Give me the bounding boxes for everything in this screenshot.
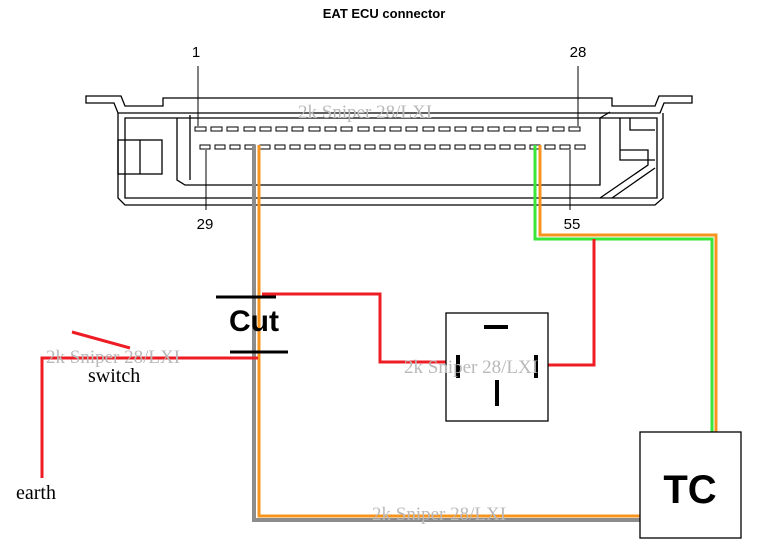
earth-label: earth [16, 482, 56, 504]
ecu-connector [85, 95, 693, 206]
pin-leaders [197, 66, 579, 210]
pin-row-bottom [199, 144, 586, 150]
pin-row-top [194, 126, 581, 132]
diagram-title: EAT ECU connector [323, 6, 446, 21]
green-wire [533, 145, 714, 432]
red-wire-switch [40, 356, 258, 478]
red-wire-relay-to-ecu [538, 239, 596, 367]
wires [40, 145, 718, 522]
pin-label-1: 1 [192, 44, 200, 61]
cut-marks [216, 295, 288, 354]
relay [445, 312, 549, 422]
red-wire-cut-to-relay [262, 292, 458, 364]
watermark-3: 2k Sniper 28/LXI [404, 357, 538, 378]
tc-module [639, 431, 742, 539]
switch-label: switch [88, 365, 140, 387]
orange-wire-right [538, 145, 718, 432]
cut-label: Cut [229, 305, 279, 338]
tc-label: TC [663, 468, 716, 512]
orange-wire-left [257, 145, 640, 518]
watermark-1: 2k Sniper 28/LXI [298, 102, 432, 123]
grey-wire [252, 145, 640, 522]
watermark-4: 2k Sniper 28/LXI [372, 504, 506, 525]
watermark-2: 2k Sniper 28/LXI [46, 347, 180, 368]
pin-label-29: 29 [197, 216, 214, 233]
pin-label-28: 28 [570, 44, 587, 61]
pin-label-55: 55 [564, 216, 581, 233]
switch-lever [71, 330, 131, 350]
